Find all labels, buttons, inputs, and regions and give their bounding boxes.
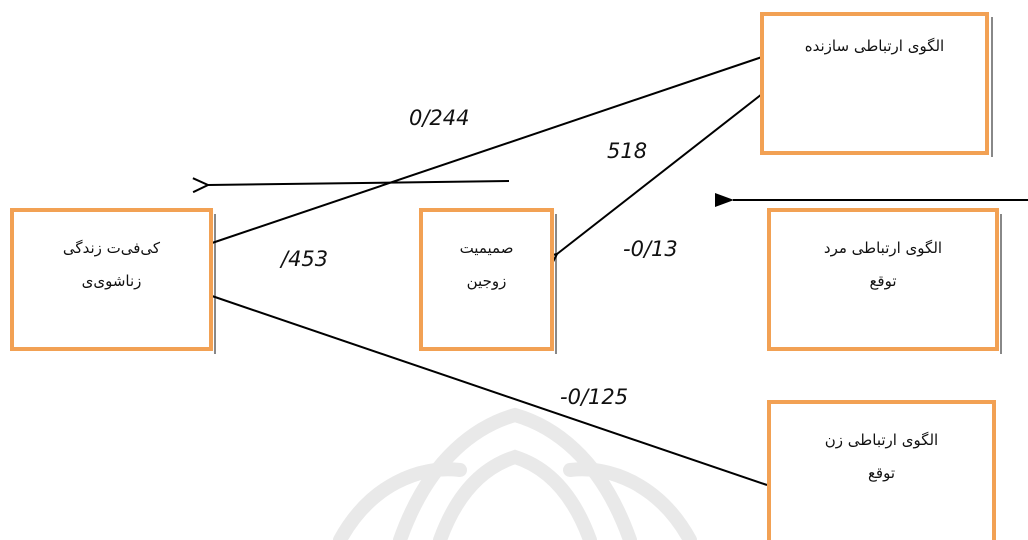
node-label: الگوی ارتباطی سازنده <box>804 37 945 55</box>
box-shadow <box>991 17 993 157</box>
watermark-emblem <box>333 407 697 540</box>
box-shadow <box>555 214 557 354</box>
coef-male-intimacy: -0/13 <box>623 237 678 261</box>
node-label: زوجین <box>466 272 507 290</box>
node-label: الگوی ارتباطی زن <box>824 431 939 449</box>
box-shadow <box>214 214 216 354</box>
node-male-pattern: الگوی ارتباطی مرد توقع <box>767 208 999 351</box>
node-label: کی‌فی‌ت زندگی <box>62 239 161 257</box>
node-label: الگوی ارتباطی مرد <box>823 239 943 257</box>
arrow-intimacy-to-quality <box>208 181 510 185</box>
node-label: صمیمیت <box>459 239 514 257</box>
coef-constructive-intimacy: 518 <box>607 139 648 163</box>
node-constructive-pattern: الگوی ارتباطی سازنده <box>760 12 989 155</box>
arrow-female-to-quality <box>212 296 768 486</box>
box-shadow <box>1000 214 1002 354</box>
coef-intimacy-quality: /453 <box>281 247 329 271</box>
arrow-constructive-to-quality <box>212 56 763 243</box>
node-label: زناشوی‌ی <box>81 272 142 290</box>
coef-female-quality: -0/125 <box>560 385 629 409</box>
arrow-constructive-to-intimacy <box>557 93 763 254</box>
coef-constructive-quality: 0/244 <box>409 106 470 130</box>
node-label: توقع <box>867 464 896 482</box>
node-marital-quality: کی‌فی‌ت زندگی زناشوی‌ی <box>10 208 213 351</box>
node-label: توقع <box>869 272 897 290</box>
node-couple-intimacy: صمیمیت زوجین <box>419 208 554 351</box>
node-female-pattern: الگوی ارتباطی زن توقع <box>767 400 996 540</box>
